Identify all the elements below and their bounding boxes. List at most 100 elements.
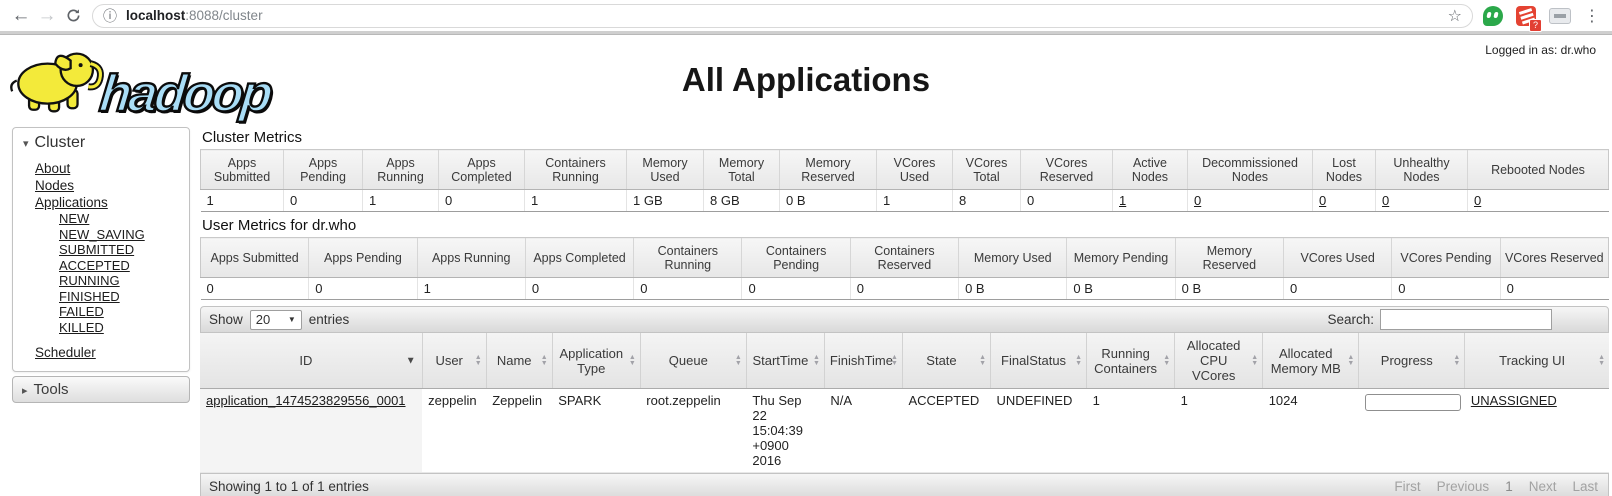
col-label: Progress — [1380, 353, 1433, 368]
sidebar-link[interactable]: RUNNING — [59, 273, 120, 288]
sidebar-link[interactable]: Scheduler — [35, 345, 96, 360]
metric-link[interactable]: 0 — [1382, 193, 1390, 208]
sort-icon: ▲▼ — [1453, 353, 1461, 367]
sidebar-link[interactable]: SUBMITTED — [59, 242, 135, 257]
red-extension-icon[interactable]: ? — [1516, 5, 1542, 32]
refresh-icon[interactable] — [60, 3, 86, 29]
sidebar-item-applications[interactable]: Applications — [35, 194, 189, 211]
col-header-name[interactable]: Name▲▼ — [485, 333, 553, 389]
pagination-page-1[interactable]: 1 — [1505, 479, 1513, 494]
col-header-state[interactable]: State▲▼ — [901, 333, 991, 389]
card-extension-icon[interactable] — [1549, 7, 1571, 24]
page-size-select[interactable]: 20 ▼ — [249, 309, 302, 330]
sidebar-item-submitted[interactable]: SUBMITTED — [59, 242, 189, 258]
info-icon[interactable]: ⓘ — [103, 7, 117, 24]
sidebar-link[interactable]: KILLED — [59, 319, 104, 335]
cell-state: ACCEPTED — [902, 388, 991, 473]
page-header: hadoop All Applications — [0, 35, 1612, 127]
metric-link[interactable]: 0 — [1319, 193, 1327, 208]
col-label: State — [926, 353, 957, 368]
col-label: Tracking UI — [1499, 353, 1566, 368]
user-metrics-value-row: 0 0 1 0 0 0 0 0 B 0 B 0 B 0 0 0 — [200, 277, 1609, 300]
sidebar-link[interactable]: FINISHED — [59, 288, 120, 304]
col-header-running-containers[interactable]: Running Containers▲▼ — [1086, 333, 1175, 389]
sidebar-item-finished[interactable]: FINISHED — [59, 289, 189, 305]
col-header-user[interactable]: User▲▼ — [421, 333, 487, 389]
sidebar-item-accepted[interactable]: ACCEPTED — [59, 258, 189, 274]
column-header: Apps Completed — [524, 237, 634, 278]
applications-header-row: ID▼ User▲▼ Name▲▼ Application Type▲▼ Que… — [200, 333, 1609, 389]
metric-value: 8 — [952, 189, 1021, 212]
sidebar-item-new[interactable]: NEW — [59, 211, 189, 227]
user-metrics-header-row: Apps Submitted Apps Pending Apps Running… — [199, 237, 1610, 278]
sidebar-link[interactable]: NEW_SAVING — [59, 226, 145, 242]
sidebar-link[interactable]: About — [35, 161, 71, 176]
col-header-progress[interactable]: Progress ▲▼ — [1358, 333, 1465, 389]
sidebar-link[interactable]: ACCEPTED — [59, 257, 130, 273]
tools-accordion-header[interactable]: ▸Tools — [12, 376, 190, 403]
metric-link[interactable]: 0 — [1194, 193, 1202, 208]
tracking-ui-link[interactable]: UNASSIGNED — [1470, 393, 1557, 408]
metric-value: 0 — [741, 277, 851, 300]
lost-nodes-link: 0 — [1312, 189, 1376, 212]
sidebar-item-running[interactable]: RUNNING — [59, 273, 189, 289]
sidebar-item-scheduler[interactable]: Scheduler — [13, 344, 189, 361]
metric-value: 8 GB — [703, 189, 780, 212]
search-input[interactable] — [1380, 309, 1552, 330]
application-id-link[interactable]: application_1474523829556_0001 — [206, 393, 406, 408]
pagination-next[interactable]: Next — [1528, 479, 1557, 494]
sidebar-item-failed[interactable]: FAILED — [59, 304, 189, 320]
chrome-divider — [0, 31, 1612, 35]
browser-menu-icon[interactable]: ⋮ — [1584, 7, 1600, 25]
column-header: Decommissioned Nodes — [1187, 149, 1313, 190]
sort-icon: ▲▼ — [891, 353, 898, 367]
col-header-finalstatus[interactable]: FinalStatus▲▼ — [990, 333, 1087, 389]
active-nodes-link: 1 — [1112, 189, 1188, 212]
col-header-allocated-memory-mb[interactable]: Allocated Memory MB▲▼ — [1262, 333, 1359, 389]
pagination-previous[interactable]: Previous — [1436, 479, 1490, 494]
column-header: Memory Reserved — [779, 149, 877, 190]
cluster-nav-header[interactable]: ▾Cluster — [13, 128, 189, 160]
bookmark-star-icon[interactable]: ☆ — [1447, 7, 1462, 25]
green-extension-icon[interactable] — [1483, 5, 1503, 26]
sidebar-link[interactable]: FAILED — [59, 304, 104, 319]
col-header-finishtime[interactable]: FinishTime▲▼ — [823, 333, 903, 389]
back-icon[interactable]: ← — [11, 4, 31, 26]
sidebar-item-nodes[interactable]: Nodes — [35, 177, 189, 194]
column-header: Memory Used — [958, 237, 1067, 278]
metric-link[interactable]: 1 — [1119, 193, 1127, 208]
showing-entries-text: Showing 1 to 1 of 1 entries — [209, 479, 369, 494]
col-header-queue[interactable]: Queue▲▼ — [639, 333, 747, 389]
sort-icon: ▲▼ — [1598, 353, 1605, 367]
pagination-first[interactable]: First — [1394, 479, 1421, 494]
sidebar-link[interactable]: NEW — [59, 211, 90, 226]
col-header-application-type[interactable]: Application Type▲▼ — [551, 333, 641, 389]
col-header-starttime[interactable]: StartTime▲▼ — [745, 333, 825, 389]
col-label: ID — [299, 353, 313, 368]
sidebar-item-about[interactable]: About — [35, 160, 189, 177]
col-label: Name — [496, 353, 532, 368]
browser-toolbar: ← → ⓘ localhost:8088/cluster ☆ ? ⋮ — [0, 0, 1612, 32]
column-header: VCores Pending — [1391, 237, 1501, 278]
cell-progress — [1358, 388, 1465, 473]
column-header: Memory Pending — [1066, 237, 1176, 278]
sidebar-link[interactable]: Nodes — [35, 178, 75, 193]
metric-value: 0 — [308, 277, 418, 300]
forward-icon[interactable]: → — [37, 4, 57, 26]
cell-tracking-ui: UNASSIGNED — [1464, 388, 1609, 473]
rebooted-nodes-link: 0 — [1467, 189, 1609, 212]
col-header-tracking-ui[interactable]: Tracking UI ▲▼ — [1464, 333, 1609, 389]
column-header: Unhealthy Nodes — [1375, 149, 1468, 190]
sidebar-item-new-saving[interactable]: NEW_SAVING — [59, 227, 189, 243]
sidebar-link[interactable]: Applications — [35, 195, 108, 210]
pagination-last[interactable]: Last — [1572, 479, 1598, 494]
col-header-allocated-cpu-vcores[interactable]: Allocated CPU VCores▲▼ — [1174, 333, 1263, 389]
metric-value: 1 — [876, 189, 953, 212]
metric-link[interactable]: 0 — [1474, 193, 1482, 208]
url-bar[interactable]: ⓘ localhost:8088/cluster ☆ — [92, 3, 1473, 28]
col-header-id[interactable]: ID▼ — [200, 333, 423, 389]
sidebar-item-killed[interactable]: KILLED — [59, 320, 189, 336]
sort-icon: ▲▼ — [474, 353, 482, 367]
col-label: Running Containers — [1094, 345, 1158, 376]
col-label: Queue — [668, 353, 708, 368]
